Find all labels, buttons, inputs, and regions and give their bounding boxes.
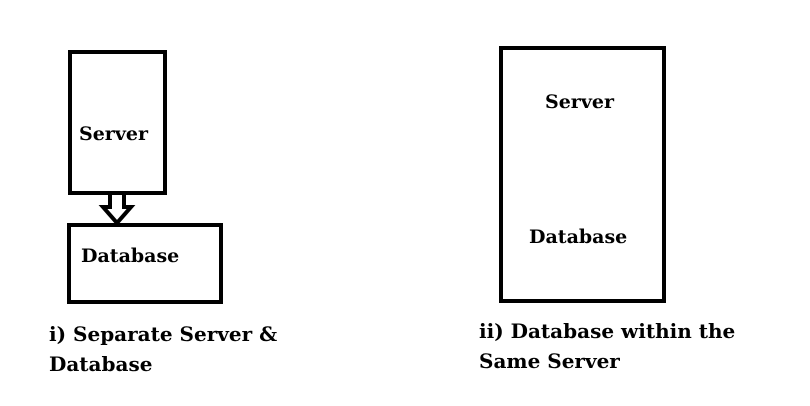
right-caption: ii) Database within the Same Server — [479, 316, 735, 376]
left-caption-line2: Database — [49, 352, 153, 376]
left-server-label: Server — [79, 123, 148, 145]
right-caption-line1: ii) Database within the — [479, 319, 736, 343]
right-server-box: Server Database — [499, 46, 666, 303]
right-database-label: Database — [529, 226, 628, 248]
down-arrow-icon — [98, 193, 136, 227]
left-database-box: Database — [67, 223, 223, 304]
left-server-box: Server — [68, 50, 167, 195]
right-server-label: Server — [545, 91, 614, 113]
left-caption-line1: i) Separate Server & — [49, 322, 278, 346]
right-caption-line2: Same Server — [479, 349, 620, 373]
left-caption: i) Separate Server & Database — [49, 319, 277, 379]
left-database-label: Database — [81, 245, 180, 267]
